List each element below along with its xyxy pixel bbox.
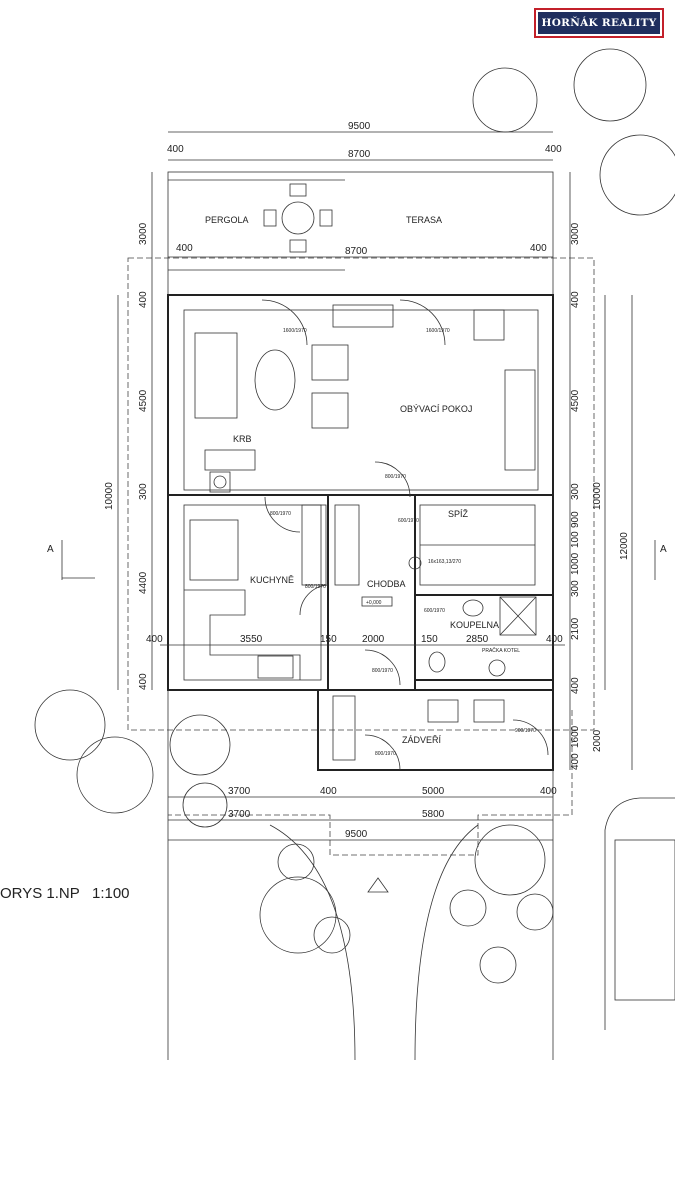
svg-text:400: 400 <box>146 634 163 645</box>
svg-text:3700: 3700 <box>228 786 251 797</box>
section-mark-right: A <box>654 540 667 580</box>
svg-text:1600: 1600 <box>570 725 581 748</box>
svg-text:5800: 5800 <box>422 809 445 820</box>
svg-text:600/1970: 600/1970 <box>398 518 419 524</box>
svg-text:2000: 2000 <box>362 634 385 645</box>
svg-text:400: 400 <box>540 786 557 797</box>
entrance-furniture <box>332 695 505 761</box>
svg-text:3550: 3550 <box>240 634 263 645</box>
stairs-label: 16x163,13/270 <box>428 559 461 565</box>
room-label-entrance: ZÁDVEŘÍ <box>402 735 442 745</box>
dimensions-inner: 400 3550 150 2000 150 2850 400 <box>146 634 563 645</box>
dimensions-left: 3000 400 4500 300 4400 400 10000 <box>104 222 149 690</box>
svg-text:600/1970: 600/1970 <box>424 608 445 614</box>
dimensions-bottom: 3700 400 5000 400 3700 5800 9500 <box>228 786 557 840</box>
logo-text: HORŇÁK REALITY <box>538 12 660 34</box>
svg-text:5000: 5000 <box>422 786 445 797</box>
room-label-utility: PRAČKA KOTEL <box>482 647 520 654</box>
svg-text:150: 150 <box>320 634 337 645</box>
roof-outline-lower <box>168 710 573 856</box>
svg-text:A: A <box>47 544 54 555</box>
driveway <box>167 690 554 1061</box>
dimension-lines <box>117 131 633 841</box>
svg-text:2850: 2850 <box>466 634 489 645</box>
svg-text:8700: 8700 <box>348 149 371 160</box>
svg-text:4400: 4400 <box>138 571 149 594</box>
svg-text:400: 400 <box>138 673 149 690</box>
svg-text:900: 900 <box>570 511 581 528</box>
svg-text:2000: 2000 <box>592 729 603 752</box>
svg-text:2100: 2100 <box>570 617 581 640</box>
svg-text:100: 100 <box>570 531 581 548</box>
room-label-kitchen: KUCHYNĚ <box>250 575 294 585</box>
room-label-pantry: SPÍŽ <box>448 509 469 519</box>
plan-title: ORYS 1.NP 1:100 <box>0 885 130 902</box>
dimensions-right: 3000 400 4500 300 900 100 1000 300 2100 … <box>570 222 630 770</box>
roof-outline <box>127 257 595 731</box>
svg-text:9500: 9500 <box>348 121 371 132</box>
svg-text:400: 400 <box>570 291 581 308</box>
stairs <box>408 504 536 586</box>
bathroom-fixtures <box>428 596 537 677</box>
room-label-fireplace: KRB <box>233 434 252 444</box>
kitchen-furniture <box>184 504 360 680</box>
svg-text:9500: 9500 <box>345 829 368 840</box>
svg-text:4500: 4500 <box>138 389 149 412</box>
svg-text:400: 400 <box>570 677 581 694</box>
room-label-terasa: TERASA <box>406 215 442 225</box>
room-label-bathroom: KOUPELNA <box>450 620 499 630</box>
svg-text:3000: 3000 <box>570 222 581 245</box>
svg-text:300: 300 <box>138 483 149 500</box>
svg-text:300: 300 <box>570 580 581 597</box>
svg-text:400: 400 <box>545 144 562 155</box>
svg-text:800/1970: 800/1970 <box>270 511 291 517</box>
door-labels: 1600/1970 1600/1970 800/1970 800/1970 600/… <box>270 328 536 757</box>
svg-text:800/1970: 800/1970 <box>305 584 326 590</box>
svg-text:12000: 12000 <box>619 532 630 560</box>
svg-text:3000: 3000 <box>138 222 149 245</box>
pergola-hatching <box>168 179 345 271</box>
svg-text:400: 400 <box>167 144 184 155</box>
svg-text:10000: 10000 <box>104 482 115 510</box>
level-label: +0,000 <box>366 600 382 606</box>
svg-text:800/1970: 800/1970 <box>385 474 406 480</box>
internal-walls <box>168 494 554 771</box>
svg-text:1000: 1000 <box>570 552 581 575</box>
svg-text:400: 400 <box>320 786 337 797</box>
brand-logo: HORŇÁK REALITY <box>534 8 664 38</box>
entrance-arrow-icon <box>367 877 389 893</box>
svg-text:10000: 10000 <box>592 482 603 510</box>
svg-text:A: A <box>660 544 667 555</box>
svg-text:1600/1970: 1600/1970 <box>426 328 450 334</box>
section-mark-left: A <box>47 540 95 580</box>
svg-text:3700: 3700 <box>228 809 251 820</box>
outer-walls <box>167 294 554 691</box>
room-label-living-room: OBÝVACÍ POKOJ <box>400 404 472 414</box>
svg-text:400: 400 <box>138 291 149 308</box>
svg-text:400: 400 <box>570 753 581 770</box>
car <box>604 797 675 1030</box>
garden-table <box>263 183 333 253</box>
svg-text:800/1970: 800/1970 <box>372 668 393 674</box>
svg-text:400: 400 <box>546 634 563 645</box>
svg-text:400: 400 <box>530 243 547 254</box>
svg-text:8700: 8700 <box>345 246 368 257</box>
door-swings <box>261 299 549 771</box>
svg-text:800/1970: 800/1970 <box>375 751 396 757</box>
living-room-furniture <box>194 304 536 493</box>
svg-text:400: 400 <box>176 243 193 254</box>
trees <box>34 48 675 984</box>
svg-text:300: 300 <box>570 483 581 500</box>
svg-text:1600/1970: 1600/1970 <box>283 328 307 334</box>
svg-text:900/1970: 900/1970 <box>515 728 536 734</box>
svg-text:150: 150 <box>421 634 438 645</box>
room-label-hallway: CHODBA <box>367 579 406 589</box>
terrace <box>167 171 554 296</box>
dimensions-top: 9500 400 8700 400 400 8700 400 <box>167 121 562 257</box>
svg-text:4500: 4500 <box>570 389 581 412</box>
room-label-pergola: PERGOLA <box>205 215 249 225</box>
